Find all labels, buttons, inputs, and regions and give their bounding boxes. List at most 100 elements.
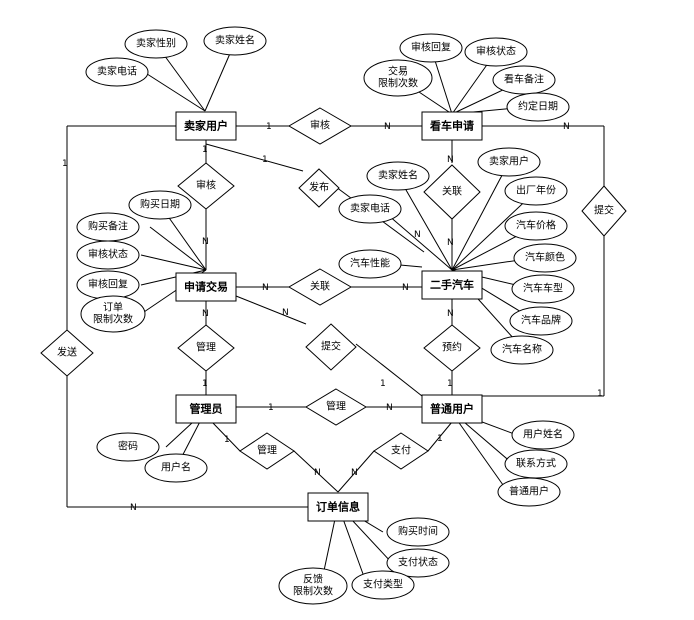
card-seller-send: 1 (62, 159, 68, 169)
relationship-diamond (298, 168, 340, 208)
relationship-submit-view: 提交 (581, 185, 627, 237)
card-assoc-car: N (447, 238, 454, 248)
card-view-submit: N (563, 122, 570, 132)
attribute-label: 卖家用户 (489, 155, 529, 168)
attribute-normal-user: 联系方式 (504, 449, 568, 479)
attribute-ellipse (504, 211, 568, 241)
attribute-label-line-2: 限制次数 (293, 585, 333, 598)
entity-box (307, 492, 369, 522)
relationship-label: 预约 (442, 341, 462, 354)
card-user-pay: 1 (437, 434, 443, 444)
attribute-car-view-request: 审核回复 (399, 33, 463, 63)
entity-admin: 管理员 (175, 394, 237, 424)
card-publish-car: N (414, 230, 421, 240)
entity-label: 卖家用户 (184, 119, 228, 133)
attribute-used-car: 汽车名称 (490, 335, 554, 365)
attribute-used-car: 出厂年份 (504, 176, 568, 206)
card-submit-user2: 1 (380, 379, 386, 389)
card-view-assoc: N (447, 155, 454, 165)
attribute-ellipse (506, 92, 570, 122)
attribute-label: 卖家电话 (350, 202, 390, 215)
connections (66, 41, 605, 586)
cardinality-labels: 1 N 1 N 1 N N N N 1 N N N 1 N 1 N 1 1 N … (62, 122, 603, 513)
attribute-admin: 密码 (96, 432, 160, 462)
attribute-seller: 卖家姓名 (203, 26, 267, 56)
attribute-label: 购买时间 (398, 525, 438, 538)
attribute-ellipse (128, 190, 192, 220)
relationship-pay: 支付 (373, 432, 429, 470)
attribute-ellipse (366, 161, 430, 191)
attribute-label: 审核状态 (476, 45, 516, 58)
relationship-review-seller-view: 审核 (288, 107, 352, 145)
attribute-car-view-request: 看车备注 (492, 65, 556, 95)
attribute-label-line-1: 交易 (388, 65, 408, 78)
attribute-label: 卖家电话 (97, 65, 137, 78)
attribute-ellipse (511, 274, 575, 304)
attribute-ellipse (338, 194, 402, 224)
attribute-label: 汽车车型 (523, 282, 563, 295)
entity-box (421, 394, 483, 424)
entity-box (421, 270, 483, 300)
card-manage-user: N (386, 403, 393, 413)
attribute-car-view-request: 约定日期 (506, 92, 570, 122)
attribute-application-trade: 审核状态 (76, 240, 140, 270)
attribute-ellipse (278, 567, 348, 605)
relationship-diamond (40, 329, 94, 377)
attribute-label: 购买日期 (140, 198, 180, 211)
relationship-associate-trade-car: 关联 (288, 268, 352, 306)
attribute-ellipse (509, 306, 573, 336)
card-car-reserve: N (447, 309, 454, 319)
attribute-ellipse (80, 295, 146, 333)
attribute-ellipse (76, 240, 140, 270)
card-submit-user: 1 (597, 389, 603, 399)
attribute-label: 用户名 (161, 461, 191, 474)
attribute-label: 汽车品牌 (521, 314, 561, 327)
attribute-label: 汽车价格 (516, 219, 556, 232)
attribute-admin: 用户名 (144, 453, 208, 483)
entity-box (175, 272, 237, 302)
entity-used-car: 二手汽车 (421, 270, 483, 300)
attribute-label: 购买备注 (88, 220, 128, 233)
relationship-submit-trade: 提交 (305, 323, 357, 371)
attribute-label: 普通用户 (509, 485, 549, 498)
attribute-label: 联系方式 (516, 457, 556, 470)
attribute-label: 汽车颜色 (525, 251, 565, 264)
relationship-label: 审核 (196, 179, 216, 192)
attribute-label: 审核回复 (88, 278, 128, 291)
attribute-label: 用户姓名 (523, 428, 563, 441)
card-review-trade: N (202, 237, 209, 247)
attribute-label: 约定日期 (518, 100, 558, 113)
attribute-order-info: 支付状态 (386, 548, 450, 578)
relationship-send: 发送 (40, 329, 94, 377)
relationship-label: 管理 (326, 400, 346, 413)
card-admin-manage: 1 (268, 403, 274, 413)
attribute-ellipse (497, 477, 561, 507)
attribute-used-car: 汽车性能 (338, 249, 402, 279)
entity-label: 申请交易 (184, 280, 228, 294)
attribute-label: 支付状态 (398, 556, 438, 569)
attribute-ellipse (144, 453, 208, 483)
entity-label: 普通用户 (430, 402, 474, 416)
attribute-used-car: 卖家电话 (338, 194, 402, 224)
attribute-used-car: 汽车价格 (504, 211, 568, 241)
card-manage-order: N (314, 468, 321, 478)
card-pay-order: N (351, 468, 358, 478)
relationship-label: 关联 (310, 280, 330, 293)
attribute-used-car: 汽车品牌 (509, 306, 573, 336)
attribute-used-car: 汽车颜色 (513, 243, 577, 273)
attribute-ellipse (399, 33, 463, 63)
attribute-normal-user: 普通用户 (497, 477, 561, 507)
card-review-view: N (384, 122, 391, 132)
entity-label: 看车申请 (430, 119, 474, 133)
attribute-order-info: 支付类型 (351, 570, 415, 600)
attribute-ellipse (386, 548, 450, 578)
entity-application-trade: 申请交易 (175, 272, 237, 302)
relationship-manage-user: 管理 (305, 388, 367, 426)
relationship-diamond (288, 107, 352, 145)
attribute-label-line-2: 限制次数 (93, 313, 133, 326)
relationship-label: 支付 (391, 444, 411, 457)
attribute-ellipse (338, 249, 402, 279)
relationship-associate-view-car: 关联 (423, 164, 481, 220)
